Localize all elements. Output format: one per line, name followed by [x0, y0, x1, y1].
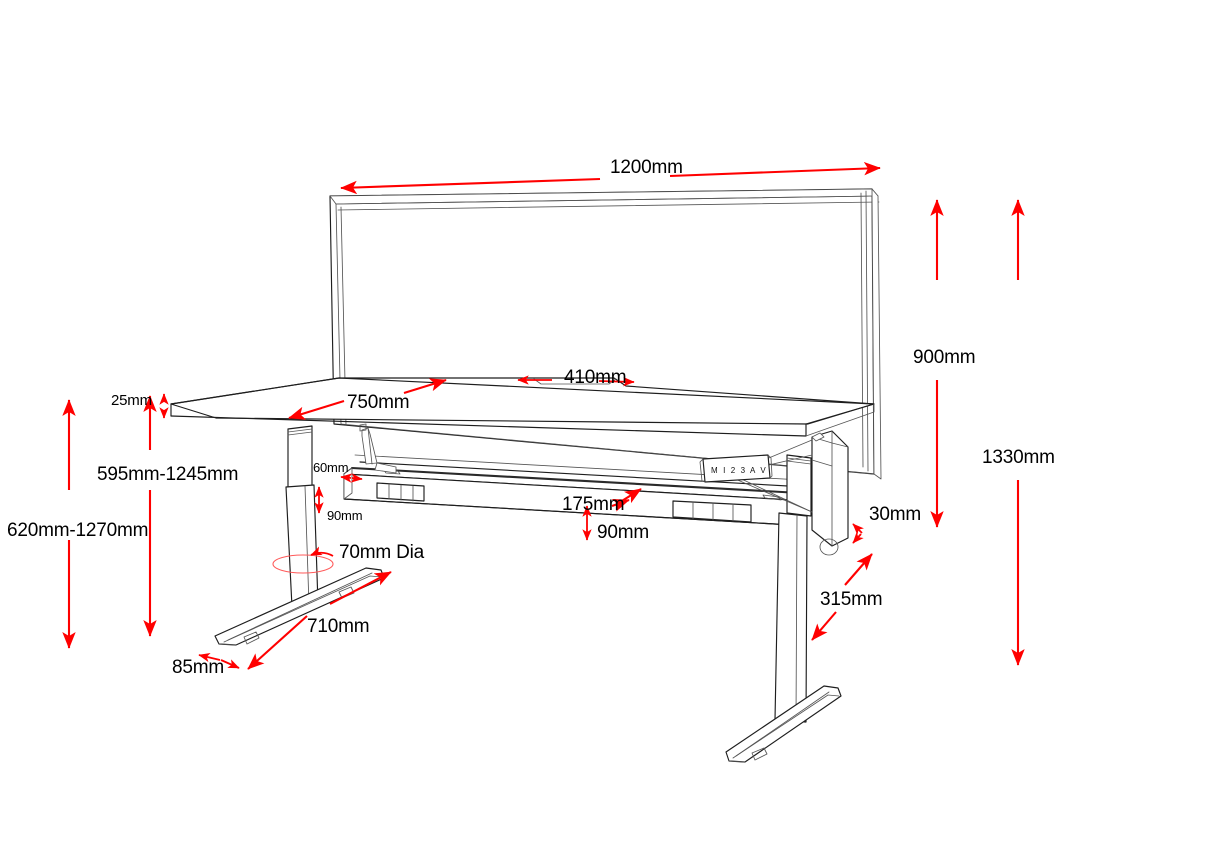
socket-outlet-right [672, 500, 752, 523]
dim-foot-length [247, 571, 392, 670]
dim-label-worktop-depth: 750mm [347, 392, 410, 413]
dim-label-bracket-drop: 315mm [820, 589, 883, 610]
control-handset[interactable] [699, 454, 773, 483]
right-foot [725, 685, 842, 763]
dim-tray-offset [611, 488, 642, 512]
worktop [170, 377, 875, 437]
dim-overall-width [340, 161, 881, 195]
dim-tray-setback [340, 473, 363, 483]
cable-tray [343, 454, 807, 526]
dim-bracket-drop [811, 553, 873, 641]
dim-label-column-diameter: 70mm Dia [339, 542, 424, 563]
bracket-strut-lower [734, 475, 813, 513]
dim-label-tray-setback: 60mm [313, 460, 349, 475]
dim-label-total-height: 1330mm [982, 447, 1055, 468]
dim-label-tray-height: 90mm [597, 522, 649, 543]
dim-label-tray-depth-left: 90mm [327, 508, 363, 523]
dim-foot-width [198, 652, 240, 669]
screen-bracket [729, 430, 849, 556]
dim-label-foot-width: 85mm [172, 657, 224, 678]
dim-worktop-depth [288, 378, 447, 420]
dim-label-bracket-thickness: 30mm [869, 504, 921, 525]
right-column [774, 454, 812, 723]
dim-label-overall-width: 1200mm [610, 157, 683, 178]
dim-label-worktop-thickness: 25mm [111, 392, 152, 409]
cable-riser [359, 423, 397, 474]
left-column [272, 425, 334, 608]
dim-label-foot-length: 710mm [307, 616, 370, 637]
dim-label-cutout-width: 410mm [564, 367, 627, 388]
dim-bracket-thickness [852, 523, 864, 544]
dim-label-screen-height: 900mm [913, 347, 976, 368]
socket-outlet-left [376, 482, 425, 502]
dim-label-height-range: 620mm-1270mm [7, 520, 149, 541]
dim-column-diameter [310, 546, 334, 557]
dim-label-tray-offset: 175mm [562, 494, 625, 515]
dim-label-underside-range: 595mm-1245mm [97, 464, 239, 485]
handset-legend: M I 2 3 A V [711, 466, 768, 475]
dim-cutout-width [517, 375, 635, 387]
